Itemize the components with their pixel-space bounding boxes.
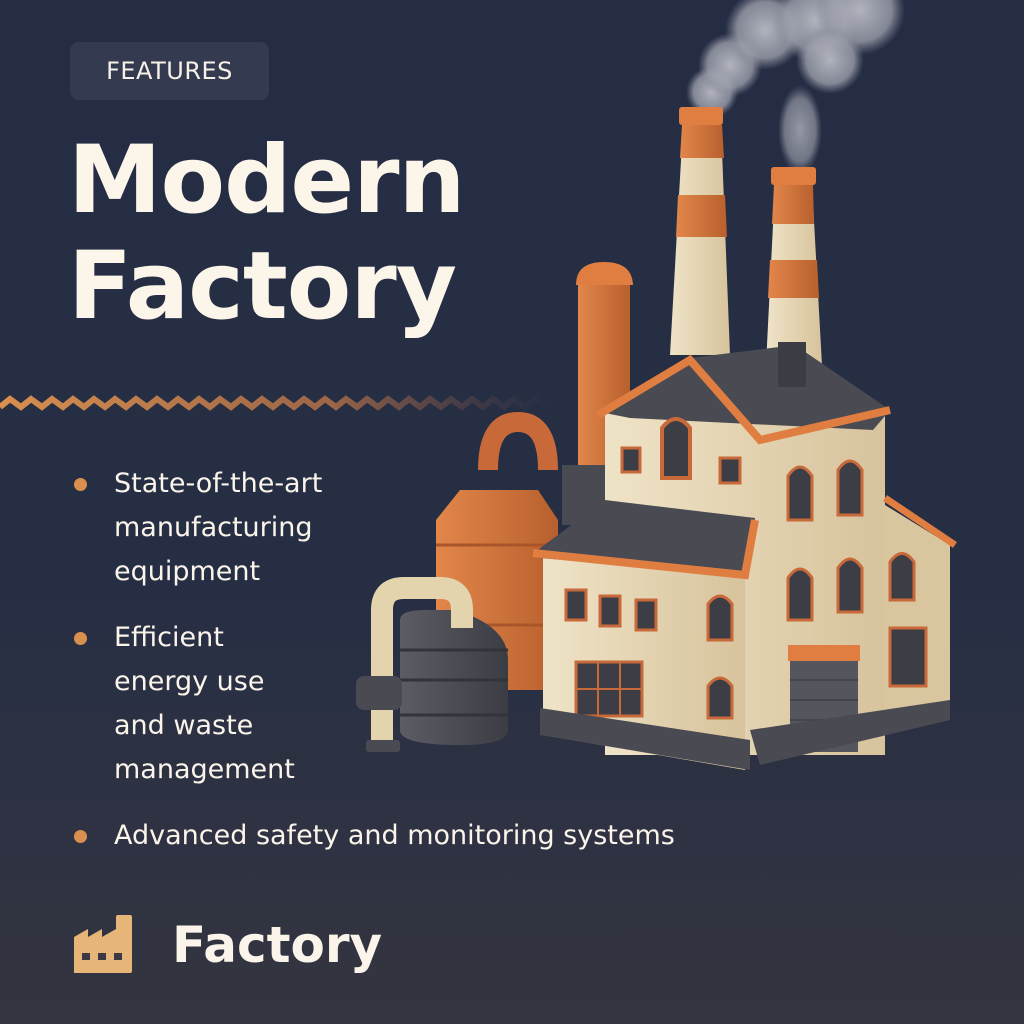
features-badge: FEATURES — [70, 42, 269, 100]
bullet-icon — [74, 632, 87, 645]
feature-text: Efficient energy use and waste managemen… — [114, 622, 295, 785]
dark-tank — [356, 577, 508, 752]
feature-text: State-of-the-art manufacturing equipment — [114, 468, 323, 587]
chimney-left — [670, 107, 730, 355]
footer-label: Factory — [72, 915, 382, 975]
feature-item: State-of-the-art manufacturing equipment — [70, 462, 814, 594]
feature-text: Advanced safety and monitoring systems — [114, 820, 675, 851]
title-line-2: Factory — [68, 232, 457, 341]
factory-illustration — [356, 0, 957, 770]
bullet-icon — [74, 478, 87, 491]
title-line-1: Modern — [68, 126, 465, 235]
bullet-icon — [74, 830, 87, 843]
front-building — [532, 500, 759, 770]
footer-label-text: Factory — [172, 916, 383, 974]
page-title: Modern Factory — [68, 126, 465, 341]
features-badge-label: FEATURES — [106, 57, 233, 85]
smoke — [686, 0, 905, 175]
factory-icon — [74, 915, 132, 973]
feature-item: Efficient energy use and waste managemen… — [70, 616, 814, 792]
feature-item: Advanced safety and monitoring systems — [70, 814, 814, 858]
chimney-right — [766, 167, 822, 365]
feature-list: State-of-the-art manufacturing equipment… — [70, 462, 814, 880]
zigzag-divider — [0, 395, 558, 411]
